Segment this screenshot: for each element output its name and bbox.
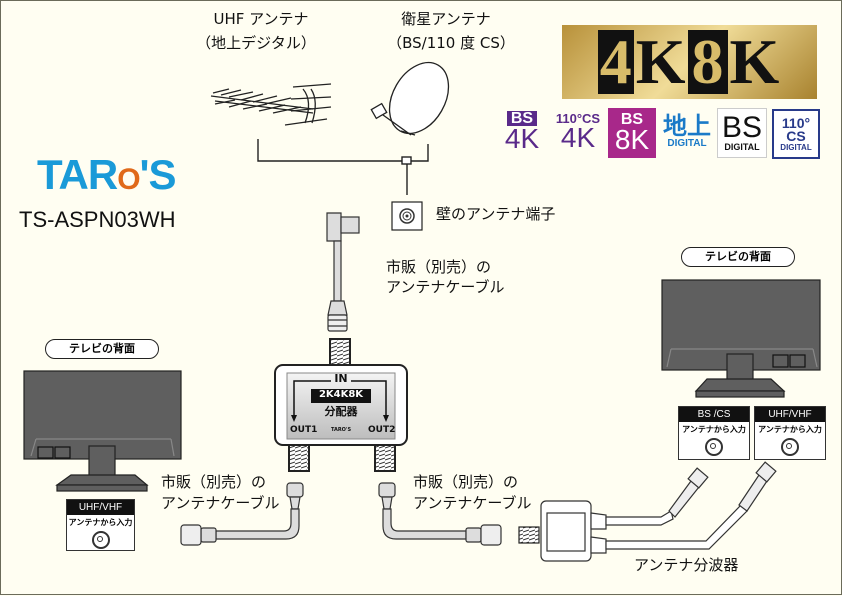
- tv-left-icon: [23, 370, 182, 492]
- top-cable-label-line2: アンテナケーブル: [386, 278, 505, 296]
- logo-char: K: [729, 26, 780, 97]
- badge-bottom: 8K: [614, 124, 650, 156]
- logo-4k8k: 4 K 8 K: [562, 25, 817, 99]
- brand-logo: TARO'S: [37, 151, 177, 199]
- splitter-out2-label: OUT2: [368, 425, 396, 435]
- badge-top: BS: [620, 111, 644, 129]
- logo-part-tar: TAR: [37, 151, 118, 198]
- logo-part-s: 'S: [139, 151, 177, 198]
- left-splitter-cable: [180, 482, 304, 546]
- tv-right-bscs-port: BS /CS アンテナから入力: [678, 406, 750, 460]
- logo-char: K: [635, 26, 686, 97]
- coax-jack-icon: [781, 438, 799, 456]
- splitter-name: 分配器: [324, 405, 358, 418]
- badge-mid: CS: [786, 128, 806, 145]
- port-sub-label: アンテナから入力: [758, 425, 822, 434]
- badge-bottom: DIGITAL: [724, 141, 760, 152]
- uhf-antenna-label-line2: （地上デジタル）: [196, 34, 316, 52]
- badge-top: 地上: [663, 112, 711, 140]
- antenna-feed-lines: [257, 139, 429, 195]
- port-header: UHF/VHF: [67, 500, 134, 515]
- tv-left-uhf-port: UHF/VHF アンテナから入力: [66, 499, 135, 551]
- right-cable-label-line2: アンテナケーブル: [413, 494, 532, 512]
- port-header: UHF/VHF: [755, 407, 825, 422]
- logo-char: 8: [687, 30, 728, 94]
- tv-left-back-label: テレビの背面: [45, 339, 159, 359]
- badge-110cs-4k: 110°CS 4K: [551, 108, 605, 156]
- badge-bottom: DIGITAL: [780, 142, 812, 152]
- badge-110cs-digital: 110° CS DIGITAL: [772, 109, 820, 159]
- tv-right-icon: [661, 279, 821, 398]
- uhf-antenna-label-line1: UHF アンテナ: [213, 10, 309, 28]
- tv-right-back-label: テレビの背面: [681, 247, 795, 267]
- splitter-device: [274, 338, 408, 472]
- logo-char: 4: [597, 26, 634, 97]
- badge-bottom: 4K: [504, 123, 540, 155]
- coax-jack-icon: [705, 438, 723, 456]
- splitter-out1-label: OUT1: [290, 425, 318, 435]
- sat-antenna-label-line1: 衛星アンテナ: [401, 10, 491, 28]
- coax-jack-icon: [91, 531, 110, 549]
- badge-bottom: DIGITAL: [667, 137, 707, 149]
- badge-bottom: 4K: [560, 121, 596, 153]
- port-header: BS /CS: [679, 407, 749, 422]
- satellite-dish-icon: [370, 61, 450, 136]
- left-cable-label-line1: 市販（別売）の: [161, 473, 267, 491]
- top-cable-label-line1: 市販（別売）の: [386, 258, 492, 276]
- badge-bs-digital: BS DIGITAL: [717, 108, 767, 158]
- port-sub-label: アンテナから入力: [682, 425, 746, 434]
- splitter-in-label: IN: [334, 372, 348, 385]
- splitter-band-label: 2K4K8K: [318, 389, 364, 400]
- wall-outlet-label: 壁のアンテナ端子: [436, 205, 556, 223]
- right-splitter-cable: [378, 482, 540, 546]
- badge-terrestrial-digital: 地上 DIGITAL: [661, 108, 713, 156]
- port-sub-label: アンテナから入力: [68, 518, 133, 527]
- badge-top: 110°CS: [555, 110, 601, 126]
- logo-part-o: O: [117, 163, 140, 196]
- right-cable-label-line1: 市販（別売）の: [413, 473, 519, 491]
- badge-bs-4k: BS 4K: [497, 108, 547, 156]
- badge-top: BS: [506, 111, 538, 127]
- splitter-maker-label: TARO'S: [330, 427, 352, 433]
- sat-antenna-label-line2: （BS/110 度 CS）: [387, 34, 515, 52]
- badge-bs-8k: BS 8K: [608, 108, 656, 158]
- diplexer-label: アンテナ分波器: [634, 556, 739, 574]
- uhf-antenna-icon: [210, 83, 332, 126]
- antenna-diplexer-device: [540, 461, 777, 562]
- wall-outlet-icon: [391, 201, 423, 231]
- badge-top: BS: [721, 111, 763, 145]
- left-cable-label-line2: アンテナケーブル: [161, 494, 280, 512]
- badge-top: 110°: [781, 114, 811, 131]
- top-antenna-cable: [326, 212, 360, 332]
- tv-right-uhf-port: UHF/VHF アンテナから入力: [754, 406, 826, 460]
- model-number: TS-ASPN03WH: [19, 207, 176, 232]
